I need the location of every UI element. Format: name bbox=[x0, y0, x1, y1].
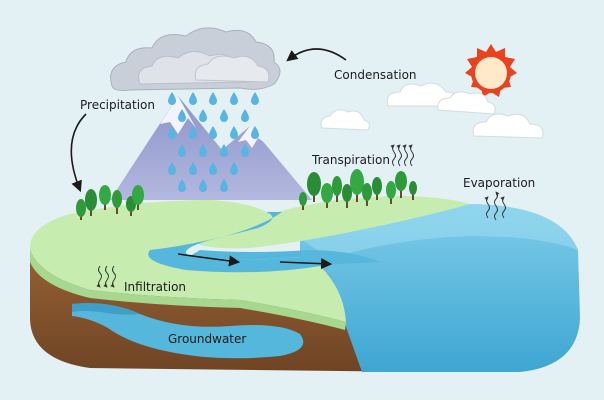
wavy-arrows-icon bbox=[390, 144, 414, 167]
tree-icon bbox=[299, 169, 417, 210]
label-evaporation: Evaporation bbox=[463, 176, 536, 190]
raindrop-icon bbox=[168, 92, 259, 192]
sun-icon bbox=[465, 44, 517, 97]
groundwater bbox=[72, 303, 304, 359]
flow-arrow-icon bbox=[177, 253, 241, 267]
cloud-icon bbox=[320, 82, 544, 139]
tree-icon bbox=[76, 185, 144, 220]
mountain bbox=[110, 96, 312, 200]
precipitation-arrow-icon bbox=[70, 113, 87, 193]
label-groundwater: Groundwater bbox=[168, 332, 247, 346]
label-precipitation: Precipitation bbox=[80, 98, 156, 112]
condensation-arrow-icon bbox=[286, 48, 347, 62]
wavy-arrows-icon bbox=[484, 191, 506, 221]
flow-arrow-icon bbox=[279, 258, 333, 270]
label-infiltration: Infiltration bbox=[124, 280, 187, 294]
label-transpiration: Transpiration bbox=[312, 153, 390, 167]
wavy-arrows-icon bbox=[96, 265, 116, 288]
label-condensation: Condensation bbox=[334, 68, 417, 82]
rain-cloud-icon bbox=[110, 27, 281, 91]
lake bbox=[300, 204, 580, 372]
